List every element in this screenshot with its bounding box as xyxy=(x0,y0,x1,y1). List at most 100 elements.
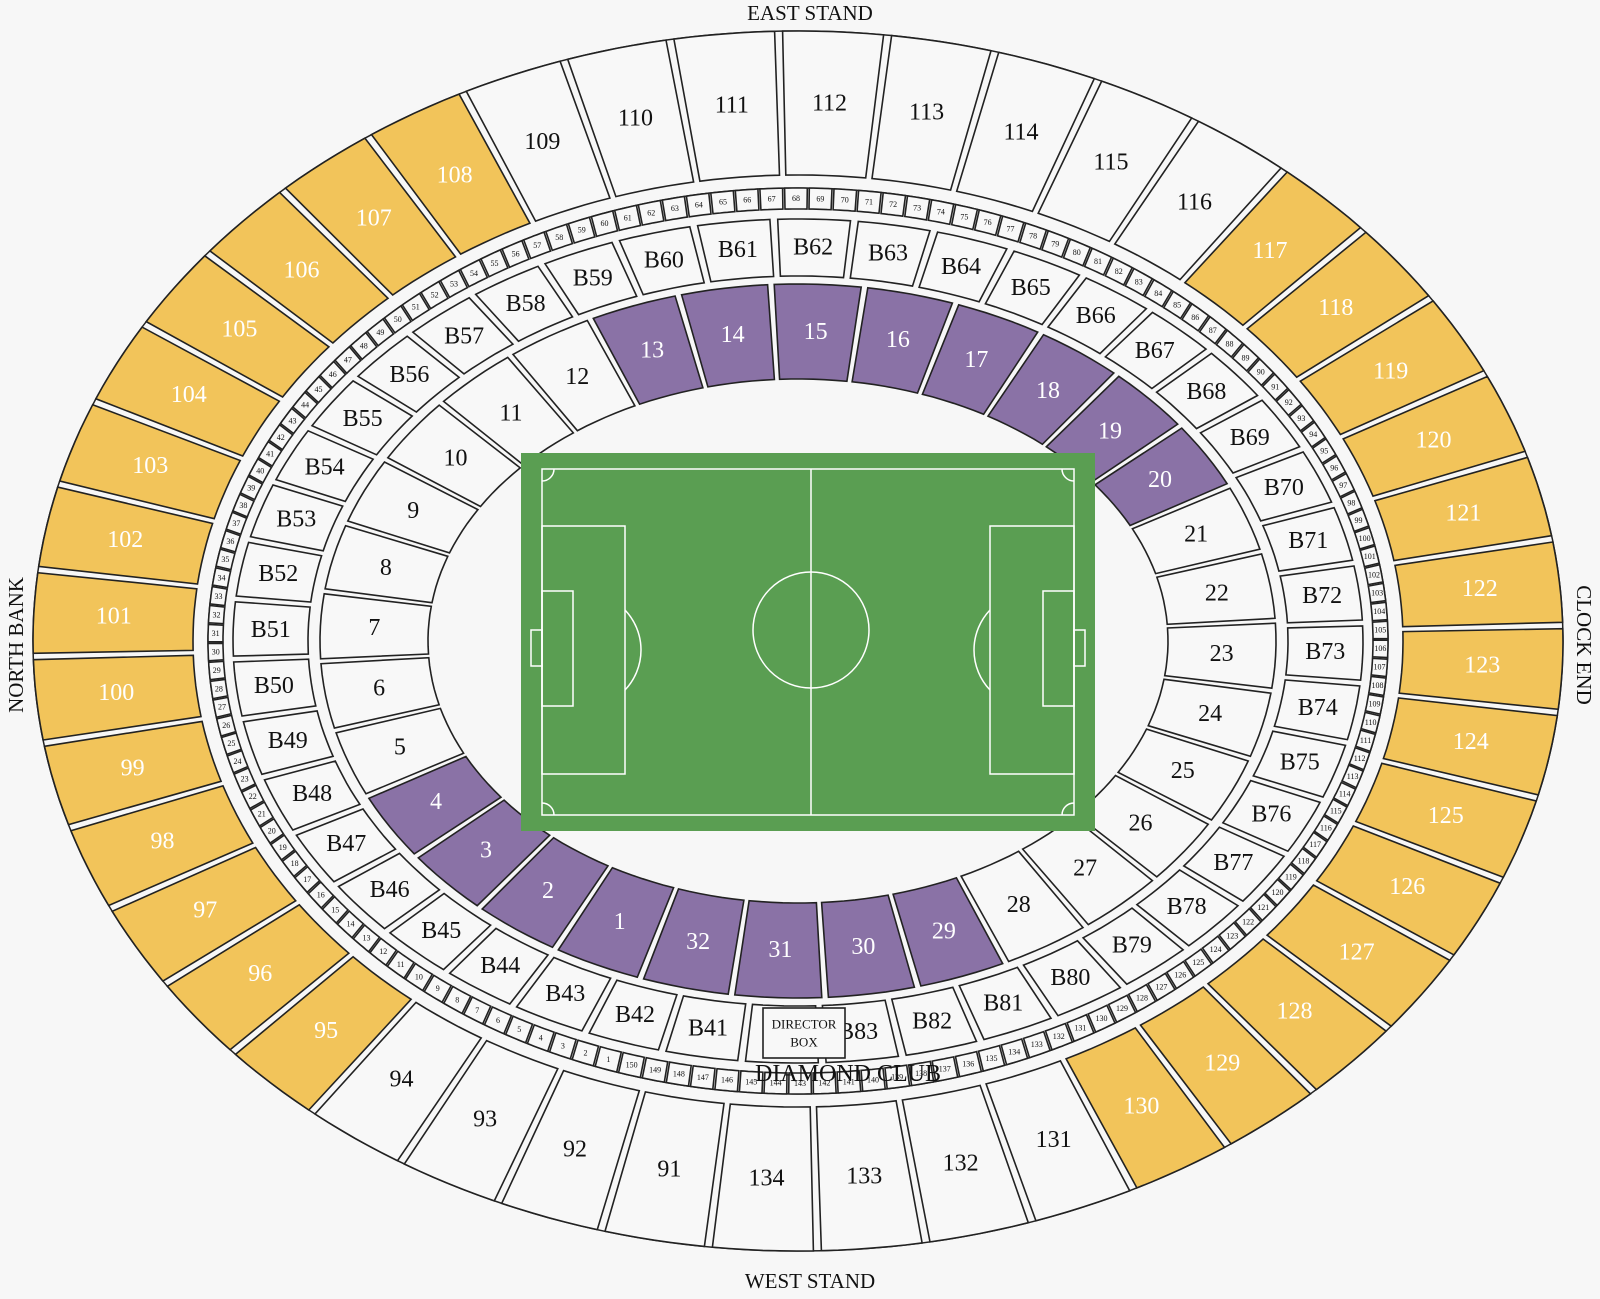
box-section-61[interactable] xyxy=(613,204,642,232)
box-section-86[interactable] xyxy=(1180,302,1210,332)
lower-section-29[interactable] xyxy=(892,876,1004,987)
lower-section-4[interactable] xyxy=(367,755,503,855)
club-section-b66[interactable] xyxy=(1046,277,1148,355)
box-section-97[interactable] xyxy=(1331,472,1356,498)
box-section-34[interactable] xyxy=(211,566,232,589)
box-section-140[interactable] xyxy=(860,1067,887,1093)
box-section-26[interactable] xyxy=(215,714,237,738)
club-section-b57[interactable] xyxy=(411,296,515,375)
box-section-30[interactable] xyxy=(207,642,225,662)
box-section-141[interactable] xyxy=(836,1069,862,1094)
box-section-122[interactable] xyxy=(1234,907,1263,937)
club-section-b54[interactable] xyxy=(274,429,375,503)
box-section-31[interactable] xyxy=(207,623,225,643)
box-section-99[interactable] xyxy=(1347,508,1370,533)
upper-section-106[interactable] xyxy=(208,191,390,345)
lower-section-28[interactable] xyxy=(959,850,1085,963)
club-section-b79[interactable] xyxy=(1081,907,1185,986)
lower-section-22[interactable] xyxy=(1155,553,1276,626)
upper-section-127[interactable] xyxy=(1265,883,1452,1028)
box-section-35[interactable] xyxy=(215,548,236,571)
lower-section-15[interactable] xyxy=(773,283,863,383)
box-section-146[interactable] xyxy=(714,1067,740,1093)
box-section-120[interactable] xyxy=(1263,878,1292,907)
box-section-102[interactable] xyxy=(1363,563,1384,586)
club-section-b42[interactable] xyxy=(588,979,678,1051)
lower-section-25[interactable] xyxy=(1116,728,1250,822)
upper-section-111[interactable] xyxy=(672,30,781,183)
upper-section-113[interactable] xyxy=(871,34,993,192)
box-section-130[interactable] xyxy=(1087,1004,1117,1034)
box-section-134[interactable] xyxy=(1000,1038,1029,1066)
box-section-113[interactable] xyxy=(1340,764,1365,789)
box-section-45[interactable] xyxy=(304,375,333,404)
box-section-114[interactable] xyxy=(1332,781,1357,807)
box-section-67[interactable] xyxy=(759,187,784,211)
box-section-118[interactable] xyxy=(1290,847,1317,875)
box-section-144[interactable] xyxy=(763,1071,788,1095)
box-section-10[interactable] xyxy=(404,962,434,992)
club-section-b73[interactable] xyxy=(1285,625,1364,682)
upper-section-131[interactable] xyxy=(985,1059,1131,1222)
box-section-75[interactable] xyxy=(950,203,979,231)
box-section-107[interactable] xyxy=(1370,657,1389,678)
box-section-115[interactable] xyxy=(1323,798,1348,825)
box-section-150[interactable] xyxy=(617,1051,646,1079)
box-section-128[interactable] xyxy=(1127,983,1157,1013)
box-section-11[interactable] xyxy=(386,950,416,980)
box-section-17[interactable] xyxy=(293,865,321,894)
club-section-b65[interactable] xyxy=(984,250,1081,326)
club-section-b82[interactable] xyxy=(890,986,978,1057)
box-section-25[interactable] xyxy=(220,731,243,756)
lower-section-17[interactable] xyxy=(921,303,1039,416)
box-section-24[interactable] xyxy=(226,749,249,774)
lower-section-9[interactable] xyxy=(346,460,480,554)
box-section-143[interactable] xyxy=(787,1072,813,1095)
lower-section-10[interactable] xyxy=(386,404,522,508)
box-section-76[interactable] xyxy=(973,208,1002,237)
box-section-59[interactable] xyxy=(567,216,596,244)
box-section-57[interactable] xyxy=(522,231,552,260)
box-section-112[interactable] xyxy=(1348,746,1371,771)
box-section-1[interactable] xyxy=(594,1045,623,1074)
box-section-55[interactable] xyxy=(479,248,509,278)
box-section-129[interactable] xyxy=(1107,994,1137,1024)
upper-section-125[interactable] xyxy=(1354,762,1538,879)
box-section-6[interactable] xyxy=(483,1005,513,1035)
lower-section-2[interactable] xyxy=(480,836,610,949)
lower-section-12[interactable] xyxy=(511,319,637,432)
box-section-80[interactable] xyxy=(1062,238,1092,267)
director-box-area[interactable] xyxy=(762,1007,846,1059)
box-section-105[interactable] xyxy=(1371,620,1389,640)
box-section-111[interactable] xyxy=(1354,729,1377,753)
upper-section-129[interactable] xyxy=(1139,985,1312,1145)
box-section-74[interactable] xyxy=(927,198,955,226)
upper-section-130[interactable] xyxy=(1064,1026,1226,1189)
box-section-58[interactable] xyxy=(544,223,574,252)
club-section-b69[interactable] xyxy=(1199,399,1301,474)
upper-section-98[interactable] xyxy=(69,784,254,907)
upper-section-117[interactable] xyxy=(1183,170,1362,327)
box-section-41[interactable] xyxy=(257,440,283,468)
upper-section-134[interactable] xyxy=(711,1103,815,1252)
box-section-125[interactable] xyxy=(1183,947,1213,978)
box-section-2[interactable] xyxy=(571,1039,600,1067)
box-section-47[interactable] xyxy=(333,345,362,375)
upper-section-96[interactable] xyxy=(166,903,351,1051)
box-section-126[interactable] xyxy=(1165,960,1195,990)
club-section-b67[interactable] xyxy=(1104,311,1208,390)
box-section-84[interactable] xyxy=(1143,278,1173,308)
club-section-b70[interactable] xyxy=(1234,451,1333,522)
box-section-27[interactable] xyxy=(212,696,233,719)
box-section-21[interactable] xyxy=(249,801,275,828)
upper-section-116[interactable] xyxy=(1113,120,1283,281)
club-section-b47[interactable] xyxy=(295,808,397,883)
upper-section-120[interactable] xyxy=(1342,375,1527,498)
club-section-b80[interactable] xyxy=(1022,939,1122,1017)
upper-section-122[interactable] xyxy=(1394,541,1564,628)
upper-section-93[interactable] xyxy=(403,1039,559,1202)
box-section-50[interactable] xyxy=(383,304,413,335)
box-section-53[interactable] xyxy=(439,269,469,299)
box-section-14[interactable] xyxy=(336,909,365,939)
box-section-88[interactable] xyxy=(1215,329,1244,359)
